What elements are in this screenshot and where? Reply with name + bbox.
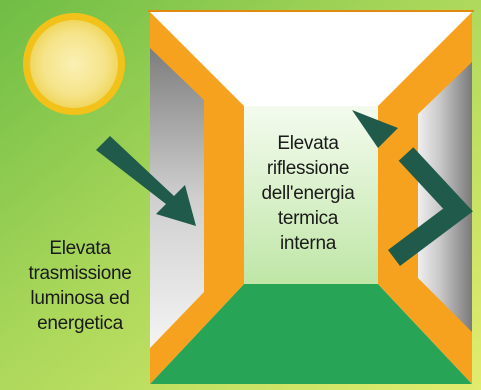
reflection-caption: Elevata riflessione dell'energia termica… bbox=[238, 131, 378, 256]
ceiling bbox=[150, 12, 472, 106]
transmission-line-4: energetica bbox=[37, 313, 123, 334]
transmission-caption: Elevata trasmissione luminosa ed energet… bbox=[6, 236, 154, 336]
frame-top-edge bbox=[148, 10, 474, 12]
transmission-line-1: Elevata bbox=[49, 238, 111, 259]
transmission-line-3: luminosa ed bbox=[30, 288, 130, 309]
reflection-line-3: dell'energia bbox=[261, 183, 355, 204]
sun-icon bbox=[23, 13, 125, 115]
arrow-down-right-icon bbox=[96, 136, 196, 226]
reflection-line-2: riflessione bbox=[266, 158, 350, 179]
transmission-line-2: trasmissione bbox=[28, 263, 132, 284]
back-wall bbox=[244, 106, 378, 284]
reflection-line-1: Elevata bbox=[277, 133, 339, 154]
reflection-line-5: interna bbox=[280, 233, 336, 254]
arrow-up-left-icon bbox=[388, 147, 473, 266]
reflection-line-4: termica bbox=[277, 208, 339, 229]
arrow-up-left-head bbox=[352, 110, 398, 148]
floor bbox=[150, 284, 472, 384]
